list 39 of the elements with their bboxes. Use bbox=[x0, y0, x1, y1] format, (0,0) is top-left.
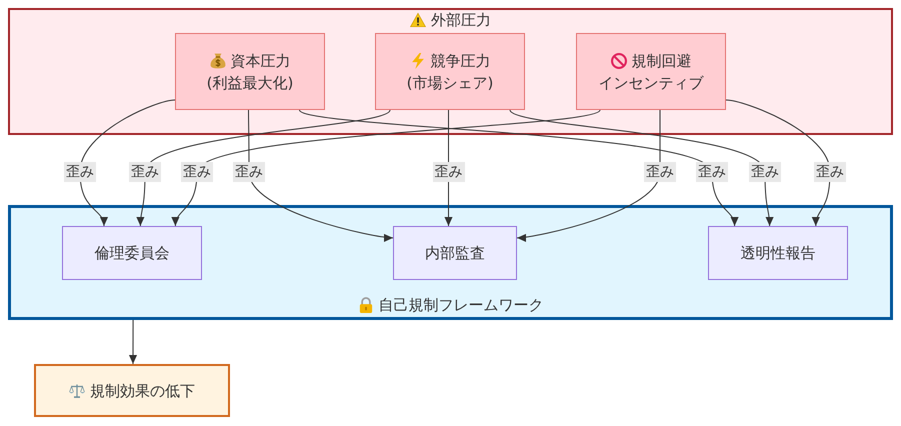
process-box bbox=[708, 226, 848, 280]
process-box bbox=[175, 33, 325, 110]
process-box bbox=[576, 33, 726, 110]
edge-label: 歪み bbox=[64, 162, 96, 182]
node-label: 資本圧力 bbox=[230, 50, 290, 72]
node-label: (市場シェア) bbox=[406, 72, 494, 94]
group-box bbox=[8, 8, 893, 135]
group-box bbox=[8, 205, 893, 320]
edge-label: 歪み bbox=[814, 162, 846, 182]
node-label: 規制効果の低下 bbox=[90, 380, 195, 402]
arrow bbox=[726, 100, 830, 226]
process-box bbox=[62, 226, 202, 280]
group-title: 自己規制フレームワーク bbox=[378, 295, 544, 315]
process-box bbox=[393, 226, 517, 280]
process-box bbox=[34, 364, 230, 417]
node-label: 倫理委員会 bbox=[94, 243, 170, 264]
arrow bbox=[510, 110, 774, 226]
edge-label: 歪み bbox=[432, 162, 464, 182]
edge-label: 歪み bbox=[129, 162, 161, 182]
process-box bbox=[375, 33, 525, 110]
arrow bbox=[128, 320, 138, 364]
arrow bbox=[516, 110, 660, 242]
node-label: インセンティブ bbox=[598, 72, 704, 94]
arrow bbox=[136, 110, 390, 226]
edge-label: 歪み bbox=[233, 162, 265, 182]
node-label: 内部監査 bbox=[425, 243, 485, 264]
node-label: (利益最大化) bbox=[206, 72, 294, 94]
edge-label: 歪み bbox=[696, 162, 728, 182]
edge-label: 歪み bbox=[181, 162, 213, 182]
arrow bbox=[172, 110, 600, 226]
arrow bbox=[80, 100, 176, 226]
arrow bbox=[248, 110, 394, 242]
node-label: 規制回避 bbox=[632, 50, 692, 72]
edge-label: 歪み bbox=[749, 162, 781, 182]
arrow bbox=[299, 110, 738, 226]
node-label: 競争圧力 bbox=[430, 50, 490, 72]
node-label: 透明性報告 bbox=[740, 243, 816, 264]
group-title: 外部圧力 bbox=[431, 10, 491, 30]
edge-label: 歪み bbox=[644, 162, 676, 182]
